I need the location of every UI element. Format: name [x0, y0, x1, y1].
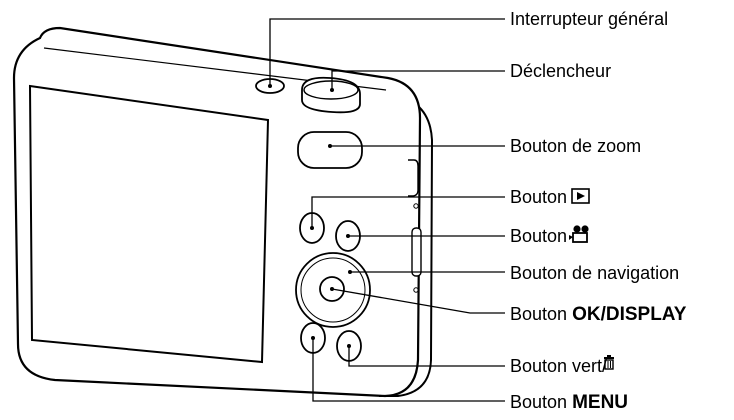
label-shutter-release: Déclencheur [510, 61, 611, 81]
label-display-text: DISPLAY [606, 304, 687, 325]
label-ok-text: OK [572, 304, 601, 325]
movie-icon [569, 225, 589, 243]
playback-icon [571, 188, 590, 204]
label-ok-display-prefix: Bouton [510, 304, 567, 324]
lcd-screen [28, 84, 270, 364]
label-playback-button: Bouton [510, 187, 567, 207]
label-movie-button: Bouton [510, 226, 567, 246]
label-green-delete-button: Bouton vert/ [510, 356, 607, 376]
zoom-button[interactable] [297, 131, 363, 169]
label-menu-text: MENU [572, 392, 628, 413]
label-navigation-button: Bouton de navigation [510, 263, 679, 283]
label-power-switch: Interrupteur général [510, 9, 668, 29]
label-zoom-button: Bouton de zoom [510, 136, 641, 156]
label-menu-prefix: Bouton [510, 392, 567, 412]
label-ok-display-button: Bouton OK/DISPLAY [510, 304, 687, 325]
trash-icon [604, 355, 614, 370]
leader-lines [268, 18, 505, 402]
label-ok-separator: / [601, 304, 607, 325]
label-menu-button: Bouton MENU [510, 392, 628, 413]
shutter-release[interactable] [301, 76, 361, 114]
